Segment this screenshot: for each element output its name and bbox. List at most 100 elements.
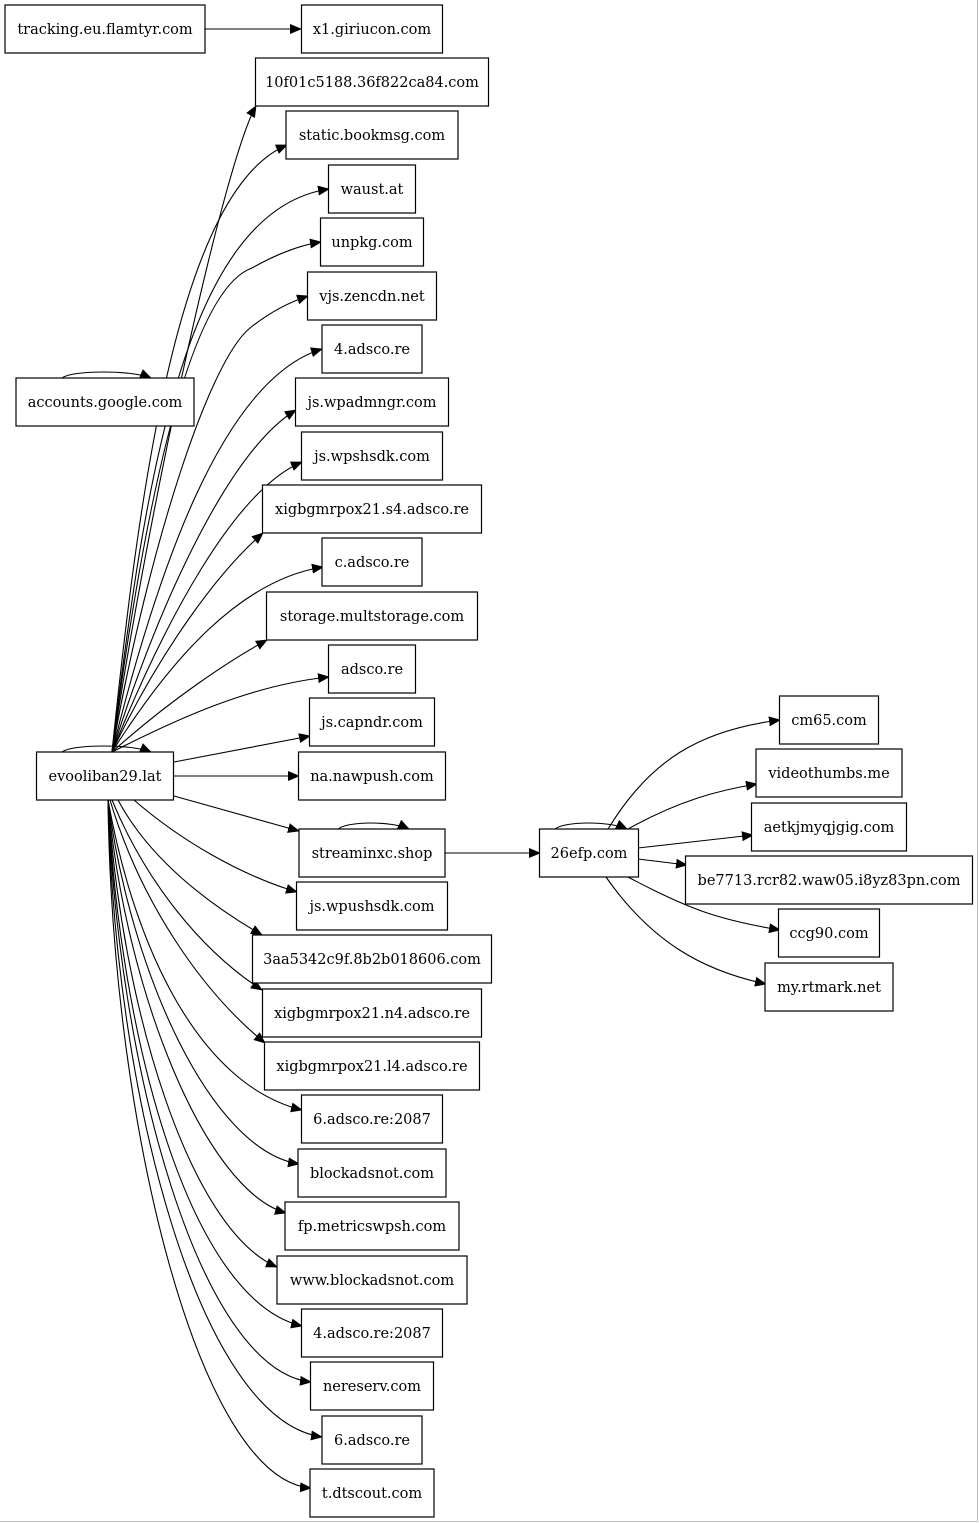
node-box <box>538 828 640 878</box>
edge-evooliban-to-adsco4p <box>107 799 303 1329</box>
node-waust[interactable]: waust.at <box>327 164 417 214</box>
edge-efp-to-be77 <box>637 858 688 869</box>
node-label: 26efp.com <box>551 846 628 862</box>
node-n4[interactable]: xigbgmrpox21.n4.adsco.re <box>261 988 483 1038</box>
node-aetk[interactable]: aetkjmyqjgig.com <box>750 802 908 852</box>
node-efp[interactable]: 26efp.com <box>538 828 640 878</box>
node-box <box>755 748 903 798</box>
node-nawpush[interactable]: na.nawpush.com <box>297 751 447 801</box>
node-be77[interactable]: be7713.rcr82.waw05.i8yz83pn.com <box>684 855 974 905</box>
edge-evooliban-to-streaminxc <box>173 795 300 833</box>
node-box <box>261 988 483 1038</box>
node-rtmark[interactable]: my.rtmark.net <box>764 962 894 1012</box>
edge-streaminxc-to-streaminxc <box>337 819 410 830</box>
edges-layer <box>61 24 781 1493</box>
node-label: xigbgmrpox21.s4.adsco.re <box>275 502 469 518</box>
node-label: js.wpshsdk.com <box>312 449 430 465</box>
node-metrics[interactable]: fp.metricswpsh.com <box>284 1201 460 1251</box>
nodes-layer: tracking.eu.flamtyr.com x1.giriucon.com 10… <box>4 4 974 1518</box>
node-adsco4p[interactable]: 4.adsco.re:2087 <box>300 1308 444 1358</box>
node-s4[interactable]: xigbgmrpox21.s4.adsco.re <box>261 484 483 534</box>
node-label: www.blockadsnot.com <box>290 1273 454 1289</box>
node-wpadmngr[interactable]: js.wpadmngr.com <box>294 377 450 427</box>
edge-evooliban-to-capndr <box>173 733 311 763</box>
node-storage[interactable]: storage.multstorage.com <box>265 591 479 641</box>
edge-evooliban-to-evooliban <box>61 743 152 753</box>
node-videothumbs[interactable]: videothumbs.me <box>755 748 903 798</box>
edge-efp-to-efp <box>554 819 628 830</box>
node-label: tracking.eu.flamtyr.com <box>17 22 193 38</box>
node-box <box>261 484 483 534</box>
node-label: xigbgmrpox21.l4.adsco.re <box>276 1059 467 1075</box>
node-box <box>764 962 894 1012</box>
node-adsco6[interactable]: 6.adsco.re <box>321 1415 423 1465</box>
node-ccg90[interactable]: ccg90.com <box>777 908 881 958</box>
node-box <box>298 828 446 878</box>
node-static[interactable]: static.bookmsg.com <box>285 110 459 160</box>
node-box <box>295 881 449 931</box>
node-wwwblock[interactable]: www.blockadsnot.com <box>276 1255 468 1305</box>
edge-evooliban-to-dtscout <box>107 799 312 1493</box>
node-box <box>309 1468 435 1518</box>
node-x1[interactable]: x1.giriucon.com <box>300 4 444 54</box>
node-box <box>276 1255 468 1305</box>
node-box <box>309 1361 435 1411</box>
edge-evooliban-to-adsco <box>111 673 330 753</box>
node-box <box>300 1094 444 1144</box>
node-label: aetkjmyqjgig.com <box>764 820 895 836</box>
node-wpshsdk[interactable]: js.wpshsdk.com <box>300 431 444 481</box>
node-label: nereserv.com <box>323 1379 421 1395</box>
node-evooliban[interactable]: evooliban29.lat <box>35 751 175 801</box>
node-label: 6.adsco.re <box>334 1433 410 1449</box>
node-label: na.nawpush.com <box>310 769 434 785</box>
node-label: js.capndr.com <box>319 715 423 731</box>
node-tracking[interactable]: tracking.eu.flamtyr.com <box>4 4 206 54</box>
node-label: fp.metricswpsh.com <box>298 1219 446 1235</box>
node-wpushsdk[interactable]: js.wpushsdk.com <box>295 881 449 931</box>
node-nereserv[interactable]: nereserv.com <box>309 1361 435 1411</box>
node-vjs[interactable]: vjs.zencdn.net <box>306 271 438 321</box>
edge-evooliban-to-l4 <box>109 799 266 1044</box>
node-adsco4[interactable]: 4.adsco.re <box>321 324 423 374</box>
edge-evooliban-to-vjs <box>111 294 309 753</box>
node-cadsco[interactable]: c.adsco.re <box>321 537 423 587</box>
node-unpkg[interactable]: unpkg.com <box>319 217 425 267</box>
node-label: static.bookmsg.com <box>299 128 446 144</box>
node-l4[interactable]: xigbgmrpox21.l4.adsco.re <box>263 1041 481 1091</box>
edge-evooliban-to-s4 <box>111 532 264 753</box>
node-cm65[interactable]: cm65.com <box>778 695 880 745</box>
edge-evooliban-to-storage <box>111 639 268 753</box>
node-label: storage.multstorage.com <box>280 609 464 625</box>
node-streaminxc[interactable]: streaminxc.shop <box>298 828 446 878</box>
edge-evooliban-to-unpkg <box>111 238 322 753</box>
node-n3aa[interactable]: 3aa5342c9f.8b2b018606.com <box>251 934 493 984</box>
edge-evooliban-to-adsco6p <box>107 799 303 1113</box>
edge-efp-to-rtmark <box>605 876 767 987</box>
node-box <box>254 57 490 107</box>
node-label: 4.adsco.re <box>334 342 410 358</box>
node-box <box>35 751 175 801</box>
node-accounts[interactable]: accounts.google.com <box>15 377 195 427</box>
node-box <box>297 751 447 801</box>
node-label: 4.adsco.re:2087 <box>313 1326 431 1342</box>
edge-efp-to-cm65 <box>607 716 781 830</box>
node-label: x1.giriucon.com <box>313 22 431 38</box>
node-n10f[interactable]: 10f01c5188.36f822ca84.com <box>254 57 490 107</box>
node-label: waust.at <box>341 182 404 198</box>
edge-evooliban-to-wpadmngr <box>111 409 297 753</box>
node-blockadsnot[interactable]: blockadsnot.com <box>297 1148 447 1198</box>
node-box <box>300 4 444 54</box>
node-box <box>684 855 974 905</box>
node-adsco6p[interactable]: 6.adsco.re:2087 <box>300 1094 444 1144</box>
node-dtscout[interactable]: t.dtscout.com <box>309 1468 435 1518</box>
node-box <box>321 1415 423 1465</box>
node-label: accounts.google.com <box>28 395 183 411</box>
edge-evooliban-to-nereserv <box>107 799 312 1386</box>
edge-efp-to-ccg90 <box>627 876 781 934</box>
node-label: c.adsco.re <box>335 555 410 571</box>
node-label: 3aa5342c9f.8b2b018606.com <box>263 952 481 968</box>
node-label: ccg90.com <box>789 926 868 942</box>
node-capndr[interactable]: js.capndr.com <box>308 697 436 747</box>
node-adsco[interactable]: adsco.re <box>327 644 417 694</box>
